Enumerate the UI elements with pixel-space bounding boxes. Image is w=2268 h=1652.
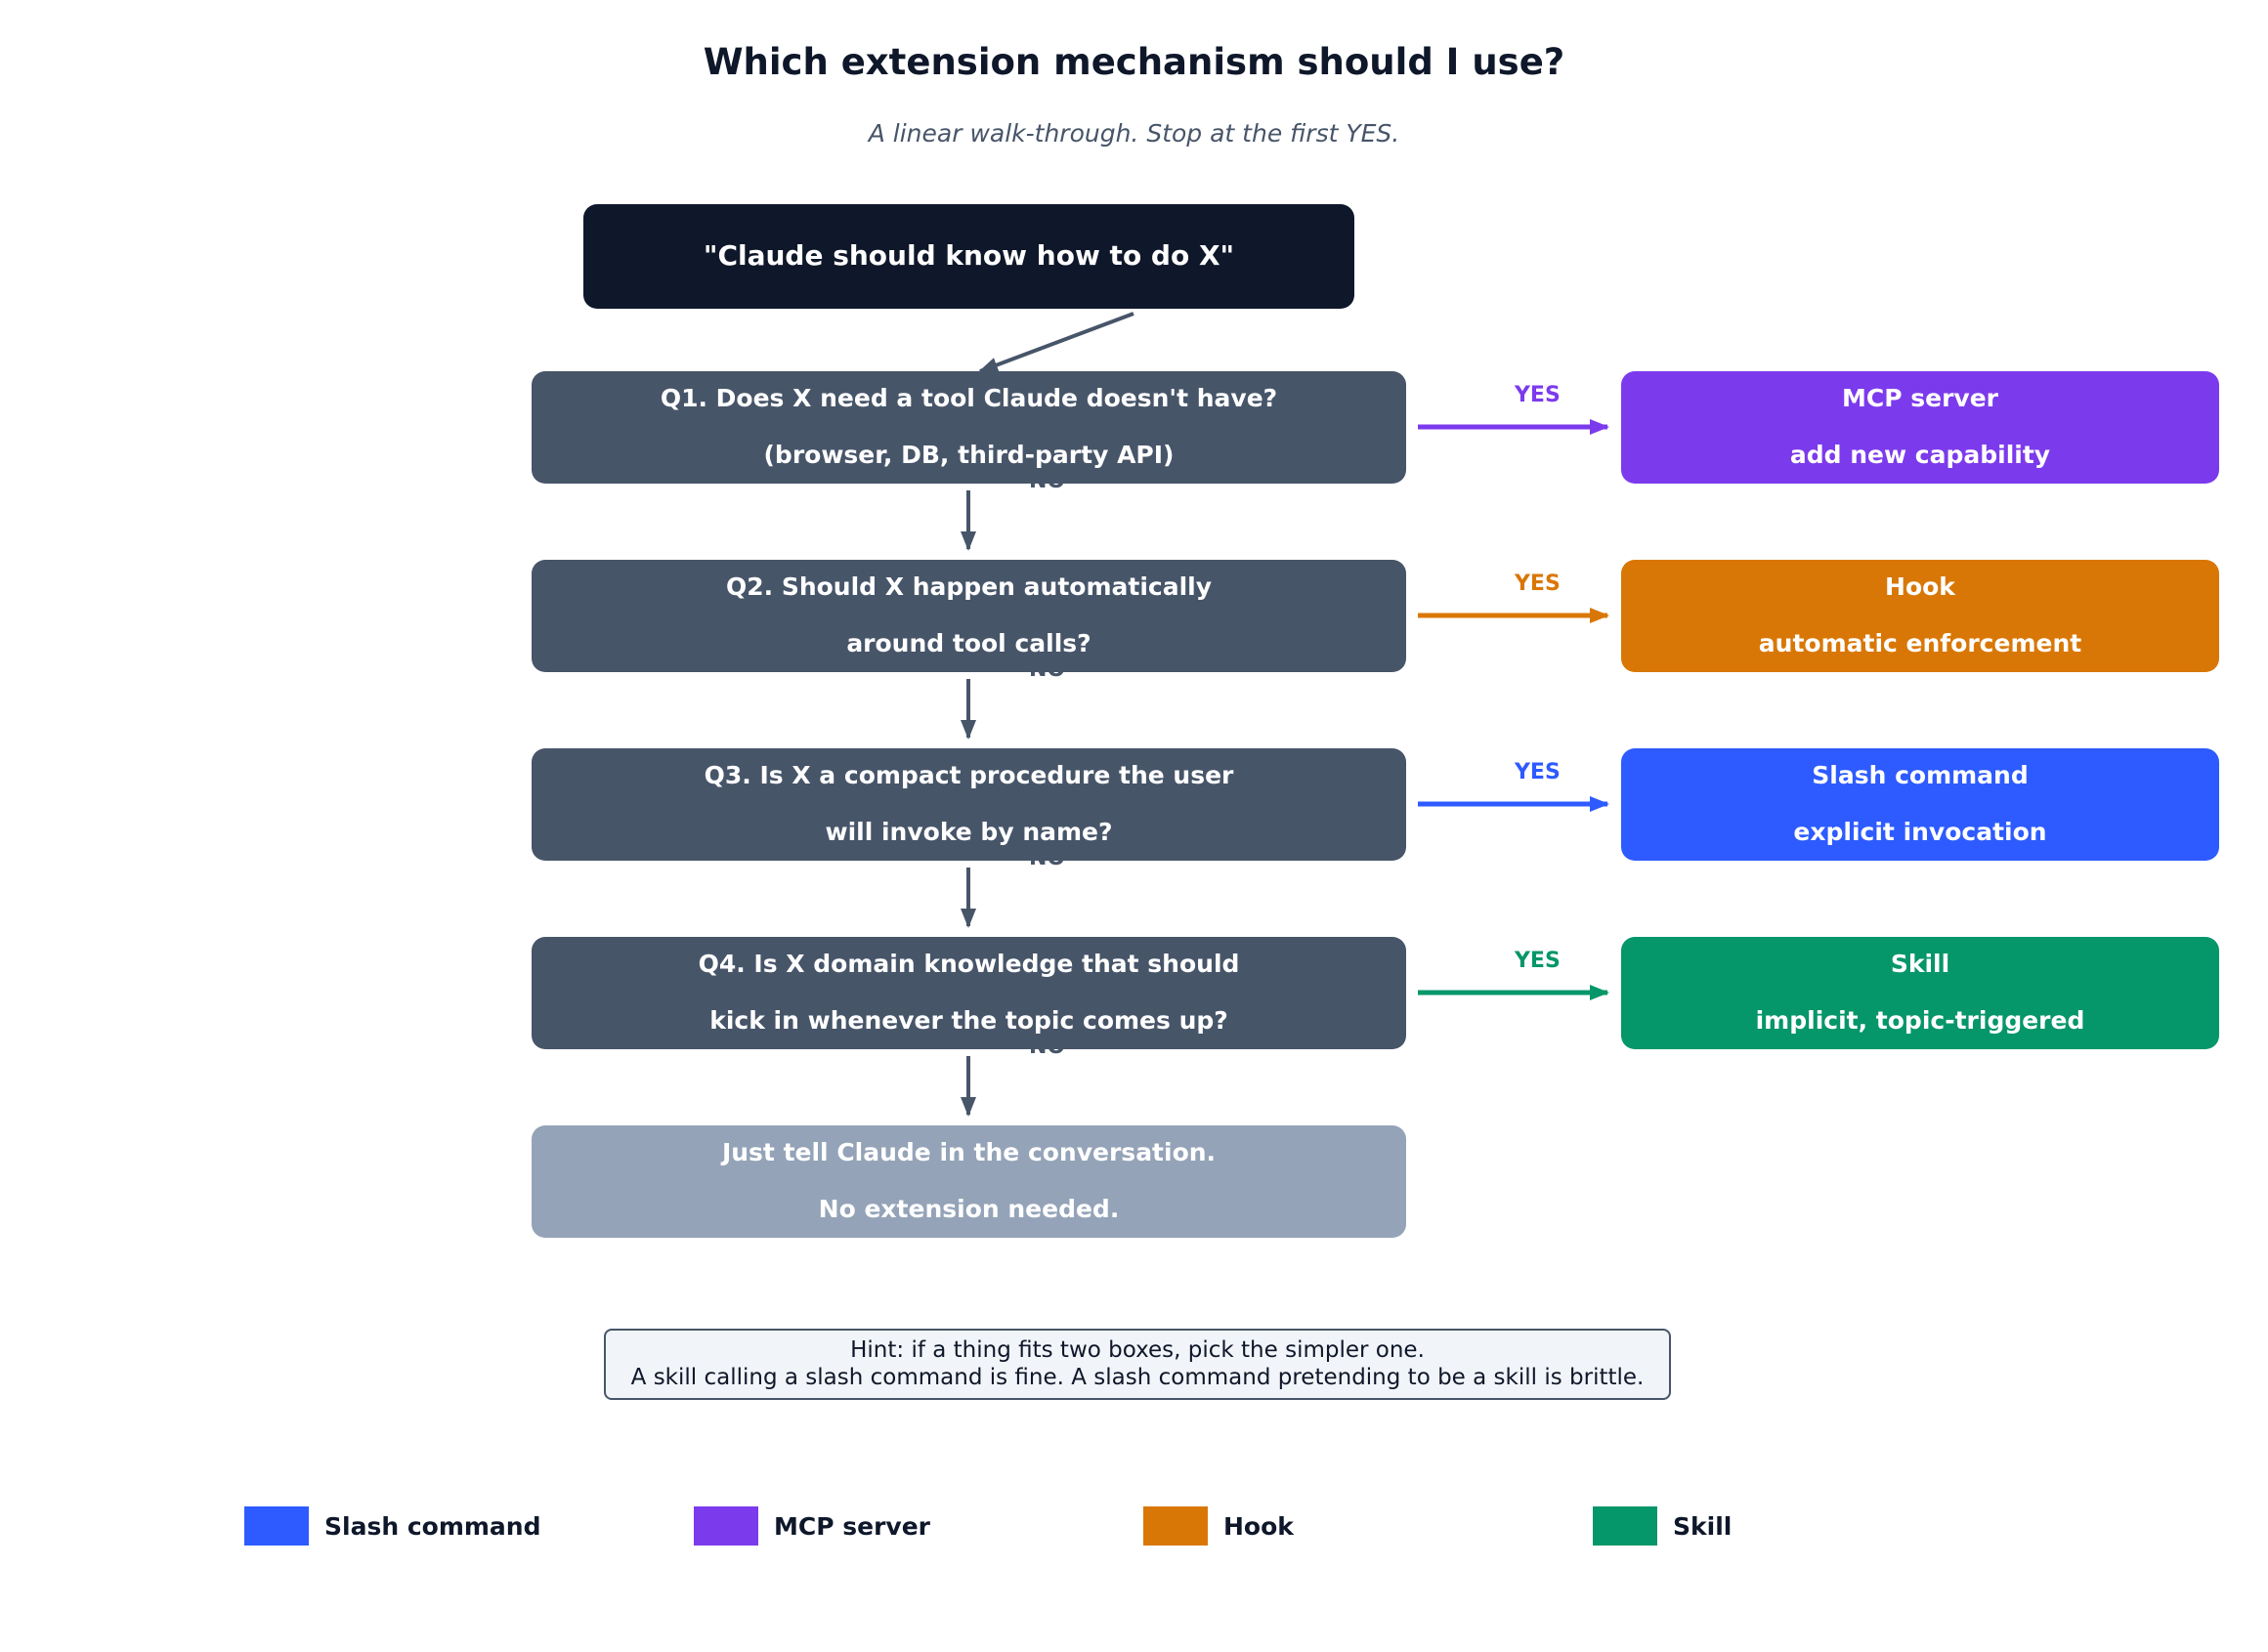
answer-box-mcp-server: MCP server add new capability (1621, 371, 2219, 484)
question-line: (browser, DB, third-party API) (763, 440, 1175, 469)
yes-label-q2: YES (1515, 572, 1561, 596)
yes-label-q4: YES (1515, 949, 1561, 973)
question-box-q1: Q1. Does X need a tool Claude doesn't ha… (532, 371, 1406, 484)
start-box: "Claude should know how to do X" (583, 204, 1354, 309)
answer-line: implicit, topic-triggered (1755, 1005, 2085, 1035)
diagram-title: Which extension mechanism should I use? (703, 41, 1565, 83)
legend-label: Slash command (324, 1511, 541, 1541)
question-box-q3: Q3. Is X a compact procedure the user wi… (532, 748, 1406, 861)
legend-item-mcp-server: MCP server (694, 1506, 930, 1546)
answer-line: Skill (1890, 950, 1950, 979)
arrow-start-to-q1 (978, 312, 1134, 373)
legend-swatch (1593, 1506, 1657, 1546)
question-line: Q2. Should X happen automatically (725, 572, 1213, 602)
answer-line: automatic enforcement (1758, 628, 2082, 657)
yes-label-q1: YES (1515, 383, 1561, 407)
fallback-line: Just tell Claude in the conversation. (721, 1138, 1217, 1167)
diagram-subtitle: A linear walk-through. Stop at the first… (868, 119, 1400, 148)
answer-line: explicit invocation (1793, 817, 2047, 846)
legend-item-hook: Hook (1143, 1506, 1294, 1546)
question-line: kick in whenever the topic comes up? (709, 1005, 1228, 1035)
legend-swatch (694, 1506, 758, 1546)
legend-item-skill: Skill (1593, 1506, 1732, 1546)
hint-line: A skill calling a slash command is fine.… (630, 1364, 1645, 1390)
question-line: Q4. Is X domain knowledge that should (698, 950, 1240, 979)
answer-line: Slash command (1812, 761, 2029, 790)
legend-label: Skill (1673, 1511, 1733, 1541)
legend-label: MCP server (774, 1511, 930, 1541)
question-line: Q3. Is X a compact procedure the user (704, 761, 1234, 790)
legend-label: Hook (1223, 1511, 1294, 1541)
legend-swatch (1143, 1506, 1208, 1546)
question-line: will invoke by name? (825, 817, 1113, 846)
answer-box-skill: Skill implicit, topic-triggered (1621, 937, 2219, 1049)
hint-line: Hint: if a thing fits two boxes, pick th… (850, 1336, 1425, 1363)
hint-box: Hint: if a thing fits two boxes, pick th… (604, 1329, 1671, 1400)
question-box-q2: Q2. Should X happen automatically around… (532, 560, 1406, 672)
question-box-q4: Q4. Is X domain knowledge that should ki… (532, 937, 1406, 1049)
fallback-box: Just tell Claude in the conversation. No… (532, 1125, 1406, 1238)
yes-label-q3: YES (1515, 760, 1561, 784)
start-box-text: "Claude should know how to do X" (703, 239, 1235, 273)
answer-line: add new capability (1789, 440, 2051, 469)
question-line: Q1. Does X need a tool Claude doesn't ha… (660, 384, 1278, 413)
answer-box-slash-command: Slash command explicit invocation (1621, 748, 2219, 861)
answer-box-hook: Hook automatic enforcement (1621, 560, 2219, 672)
fallback-line: No extension needed. (818, 1194, 1120, 1223)
answer-line: Hook (1885, 572, 1955, 602)
legend-item-slash-command: Slash command (244, 1506, 540, 1546)
question-line: around tool calls? (846, 628, 1091, 657)
legend-swatch (244, 1506, 309, 1546)
answer-line: MCP server (1841, 384, 1998, 413)
